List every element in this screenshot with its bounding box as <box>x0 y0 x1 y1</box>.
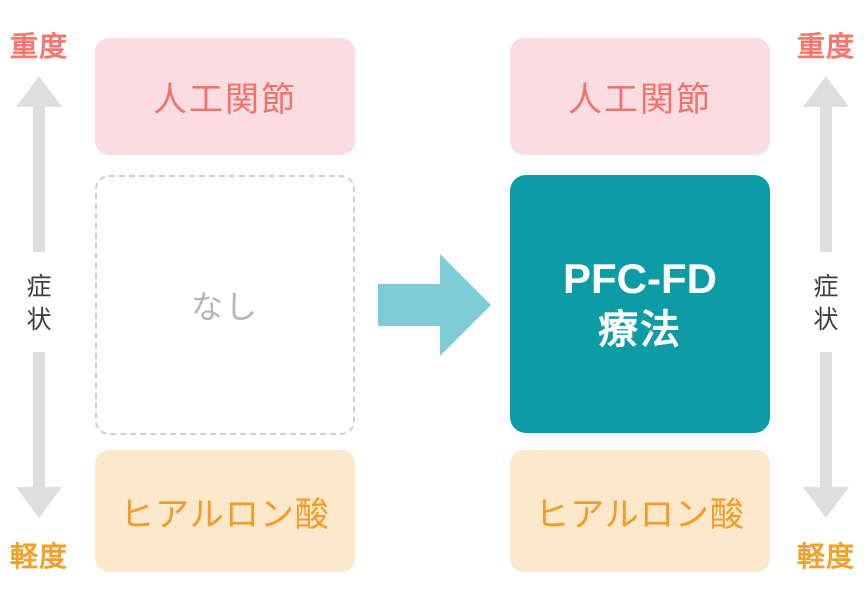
axis-label-symptom-right: 症 状 <box>787 271 865 337</box>
axis-label-mild-left: 軽度 <box>9 541 68 572</box>
axis-label-symptom-left-line2: 状 <box>26 306 52 334</box>
axis-label-symptom-left: 症 状 <box>0 271 78 337</box>
arrow-down-head-left <box>16 487 62 518</box>
card-artificial-joint-before: 人工関節 <box>95 38 355 155</box>
severity-axis-right: 重度 症 状 軽度 <box>787 0 865 609</box>
arrow-down-shaft-left <box>33 352 45 488</box>
axis-label-symptom-right-line2: 状 <box>813 306 839 334</box>
arrow-up-head-left <box>16 76 62 107</box>
arrow-right-icon <box>378 254 491 356</box>
card-no-treatment: なし <box>95 175 355 435</box>
axis-label-severe-left: 重度 <box>9 31 68 62</box>
card-pfc-fd-therapy: PFC-FD 療法 <box>510 175 770 433</box>
card-artificial-joint-after: 人工関節 <box>510 38 770 155</box>
card-pfc-fd-title: PFC-FD <box>563 255 717 302</box>
column-before-treatment: 人工関節 なし ヒアルロン酸 <box>95 0 355 609</box>
arrow-up-shaft-right <box>820 104 832 252</box>
column-after-treatment: 人工関節 PFC-FD 療法 ヒアルロン酸 <box>510 0 770 609</box>
card-hyaluronic-acid-before: ヒアルロン酸 <box>95 450 355 572</box>
arrow-down-head-right <box>803 487 849 518</box>
severity-axis-left: 重度 症 状 軽度 <box>0 0 78 609</box>
axis-label-symptom-right-line1: 症 <box>813 273 839 301</box>
arrow-up-head-right <box>803 76 849 107</box>
axis-label-mild-right: 軽度 <box>796 541 855 572</box>
arrow-up-shaft-left <box>33 104 45 252</box>
card-hyaluronic-acid-after: ヒアルロン酸 <box>510 450 770 572</box>
arrow-down-shaft-right <box>820 352 832 488</box>
card-pfc-fd-subtitle: 療法 <box>598 308 682 352</box>
axis-label-symptom-left-line1: 症 <box>26 273 52 301</box>
axis-label-severe-right: 重度 <box>796 31 855 62</box>
